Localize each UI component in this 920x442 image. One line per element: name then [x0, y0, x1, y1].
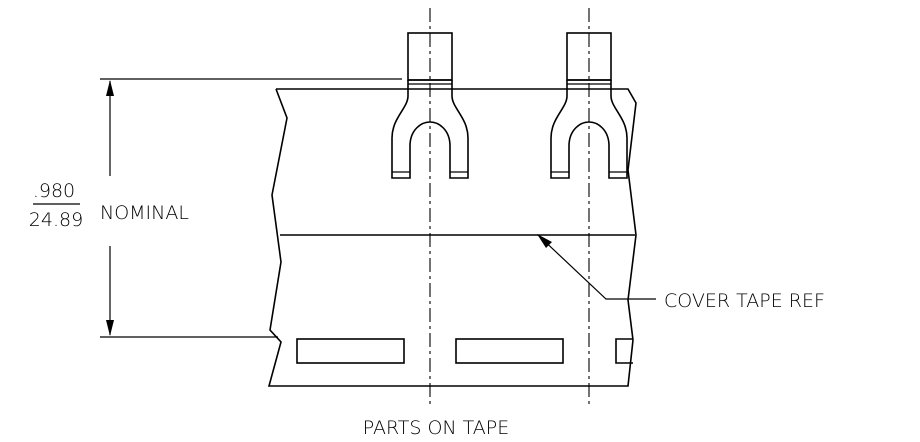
cover-tape-label: COVER TAPE REF	[664, 290, 825, 312]
sprocket-holes	[296, 338, 633, 364]
dimension-label: .980 24.89 NOMINAL	[29, 180, 189, 231]
cover-tape-callout: COVER TAPE REF	[537, 234, 825, 312]
dimension-mm: 24.89	[29, 209, 83, 231]
centerlines	[429, 8, 590, 404]
tape-outline	[267, 88, 637, 387]
part-1	[391, 32, 469, 179]
sprocket-hole	[296, 338, 405, 364]
height-dimension	[100, 78, 402, 338]
sprocket-hole	[455, 338, 564, 364]
caption: PARTS ON TAPE	[363, 417, 510, 439]
leader-arrowhead	[537, 234, 552, 248]
dimension-inches: .980	[33, 180, 75, 202]
arrowhead-up	[106, 80, 114, 96]
dimension-qualifier: NOMINAL	[100, 202, 189, 224]
part-2	[550, 32, 628, 179]
leader-line	[537, 234, 656, 300]
sprocket-hole-partial	[615, 338, 633, 364]
arrowhead-down	[106, 320, 114, 336]
